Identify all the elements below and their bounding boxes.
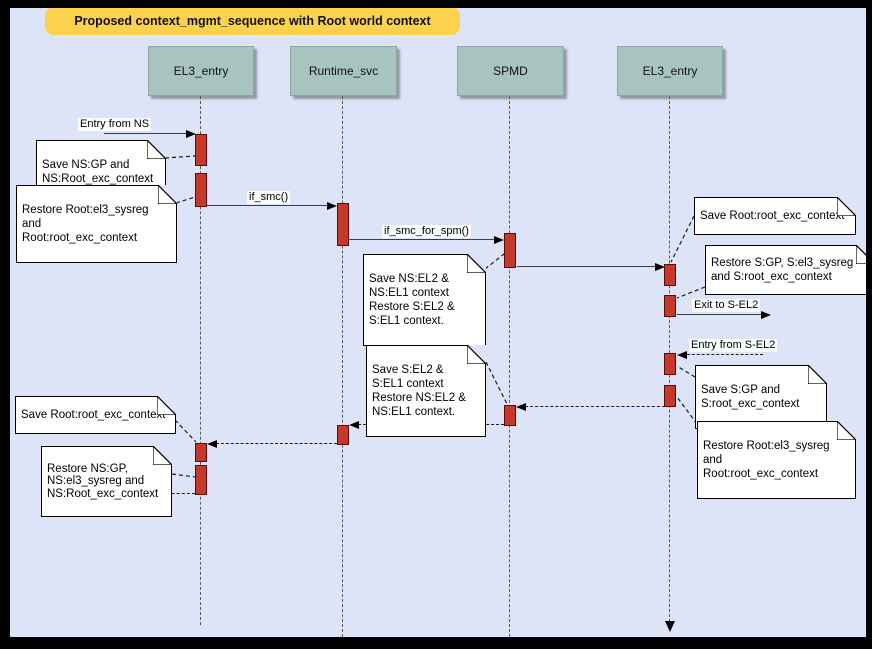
activation-bar (195, 173, 207, 207)
note-fold-icon (467, 345, 486, 364)
return-line-el3-to-spmd (525, 406, 665, 407)
note: Save S:GP and S:root_exc_context (695, 365, 827, 429)
note-fold-icon (837, 421, 856, 440)
message-label: Exit to S-EL2 (692, 299, 761, 312)
message-line-entry-from-ns (104, 133, 188, 134)
note-text: Save NS:GP and NS:Root_exc_context (42, 159, 154, 185)
arrowhead-right-icon (327, 202, 337, 210)
lifeline-header-el3-entry-2: EL3_entry (617, 46, 723, 96)
lifeline-header-el3-entry-1: EL3_entry (148, 46, 254, 96)
note: Save S:EL2 & S:EL1 context Restore NS:EL… (366, 345, 486, 437)
activation-bar (664, 385, 676, 407)
diagram-title: Proposed context_mgmt_sequence with Root… (45, 8, 460, 35)
note-fold-icon (153, 446, 172, 465)
return-line-runtime-to-el3 (216, 443, 337, 444)
arrowhead-left-icon (207, 440, 217, 448)
note: Restore Root:el3_sysreg and Root:root_ex… (16, 185, 177, 263)
note: Save NS:EL2 & NS:EL1 context Restore S:E… (363, 254, 486, 346)
activation-bar (195, 465, 207, 495)
note-text: Restore Root:el3_sysreg and Root:root_ex… (22, 204, 149, 244)
note-text: Restore NS:GP, NS:el3_sysreg and NS:Root… (47, 462, 159, 500)
note-fold-icon (158, 185, 177, 204)
note-connector (171, 473, 196, 478)
lifeline-label: EL3_entry (173, 64, 229, 78)
activation-bar (337, 203, 349, 246)
activation-bar (504, 233, 516, 268)
note-fold-icon (856, 245, 866, 264)
lifeline-end-arrow-icon (665, 621, 675, 632)
arrowhead-right-icon (761, 311, 771, 319)
note-text: Save Root:root_exc_context (21, 409, 166, 421)
lifeline-line-el3-entry-1 (200, 96, 201, 625)
arrowhead-left-icon (349, 421, 359, 429)
activation-bar (664, 295, 676, 317)
note-text: Save S:GP and S:root_exc_context (701, 384, 800, 410)
arrowhead-right-icon (655, 263, 665, 271)
note-fold-icon (147, 140, 166, 159)
arrowhead-right-icon (494, 236, 504, 244)
activation-bar (504, 405, 516, 426)
note-fold-icon (808, 365, 827, 384)
arrowhead-left-icon (516, 403, 526, 411)
lifeline-label: Runtime_svc (308, 64, 379, 78)
note-connector (676, 286, 706, 299)
note: Restore S:GP, S:el3_sysreg and S:root_ex… (705, 245, 866, 295)
note-connector (484, 253, 505, 270)
note-connector (676, 365, 696, 378)
activation-bar (664, 264, 676, 286)
note-connector (174, 419, 197, 443)
lifeline-header-runtime-svc: Runtime_svc (290, 46, 397, 96)
note-connector (175, 196, 196, 204)
diagram-page: Proposed context_mgmt_sequence with Root… (10, 8, 866, 637)
message-label: Entry from NS (78, 118, 152, 131)
note-text: Save S:EL2 & S:EL1 context Restore NS:EL… (372, 364, 466, 418)
note-connector (676, 396, 698, 425)
message-line-if-smc-for-spm (349, 239, 495, 240)
note-fold-icon (157, 396, 176, 415)
note: Save Root:root_exc_context (15, 396, 176, 434)
message-line-exit-to-s-el2 (677, 314, 762, 315)
message-line-entry-from-s-el2 (687, 354, 763, 355)
lifeline-label: EL3_entry (642, 64, 698, 78)
message-label: if_smc_for_spm() (382, 225, 471, 238)
note: Save Root:root_exc_context (694, 197, 856, 235)
note-fold-icon (467, 254, 486, 273)
note: Restore NS:GP, NS:el3_sysreg and NS:Root… (41, 446, 172, 517)
note: Restore Root:el3_sysreg and Root:root_ex… (697, 421, 856, 499)
note-text: Save Root:root_exc_context (700, 210, 845, 222)
message-line-spmd-to-el3 (517, 266, 656, 267)
activation-bar (195, 443, 207, 462)
note-text: Restore Root:el3_sysreg and Root:root_ex… (703, 440, 830, 480)
note-text: Save NS:EL2 & NS:EL1 context Restore S:E… (369, 273, 455, 327)
arrowhead-right-icon (186, 130, 196, 138)
activation-bar (195, 134, 207, 166)
lifeline-line-runtime-svc (342, 96, 343, 637)
note-fold-icon (837, 197, 856, 216)
note-connector (485, 361, 508, 405)
lifeline-label: SPMD (493, 64, 528, 78)
lifeline-line-spmd (509, 96, 510, 637)
message-label: Entry from S-EL2 (689, 339, 778, 352)
note-connector (670, 215, 695, 263)
activation-bar (337, 425, 349, 445)
diagram-world: Proposed context_mgmt_sequence with Root… (10, 8, 866, 637)
message-line-if-smc (207, 205, 328, 206)
arrowhead-left-icon (677, 351, 687, 359)
note-connector (164, 155, 196, 159)
message-label: if_smc() (247, 191, 291, 204)
activation-bar (664, 353, 676, 375)
note-text: Restore S:GP, S:el3_sysreg and S:root_ex… (711, 257, 854, 283)
lifeline-header-spmd: SPMD (457, 46, 564, 96)
